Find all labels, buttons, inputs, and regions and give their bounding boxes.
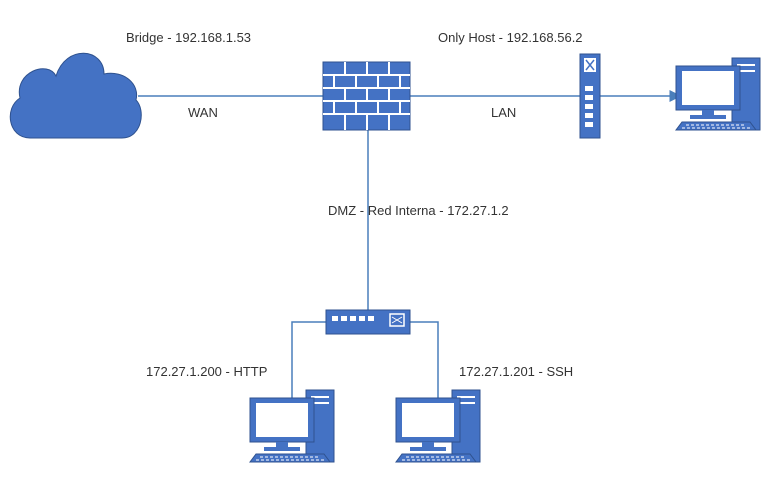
only-host-label: Only Host - 192.168.56.2 (438, 30, 583, 45)
dmz-label: DMZ - Red Interna - 172.27.1.2 (328, 203, 509, 218)
bridge-label: Bridge - 192.168.1.53 (126, 30, 251, 45)
ssh-link (410, 321, 439, 398)
workstation-icon-lan-client (675, 57, 761, 131)
ssh-host-label: 172.27.1.201 - SSH (459, 364, 573, 379)
http-host-label: 172.27.1.200 - HTTP (146, 364, 267, 379)
lan-label: LAN (491, 105, 516, 120)
switch-icon (325, 309, 411, 335)
modem-icon (579, 53, 601, 139)
workstation-icon-http (249, 389, 335, 463)
firewall-icon (322, 61, 411, 131)
cloud-icon (9, 52, 142, 139)
http-link (291, 321, 326, 398)
wan-label: WAN (188, 105, 218, 120)
workstation-icon-ssh (395, 389, 481, 463)
